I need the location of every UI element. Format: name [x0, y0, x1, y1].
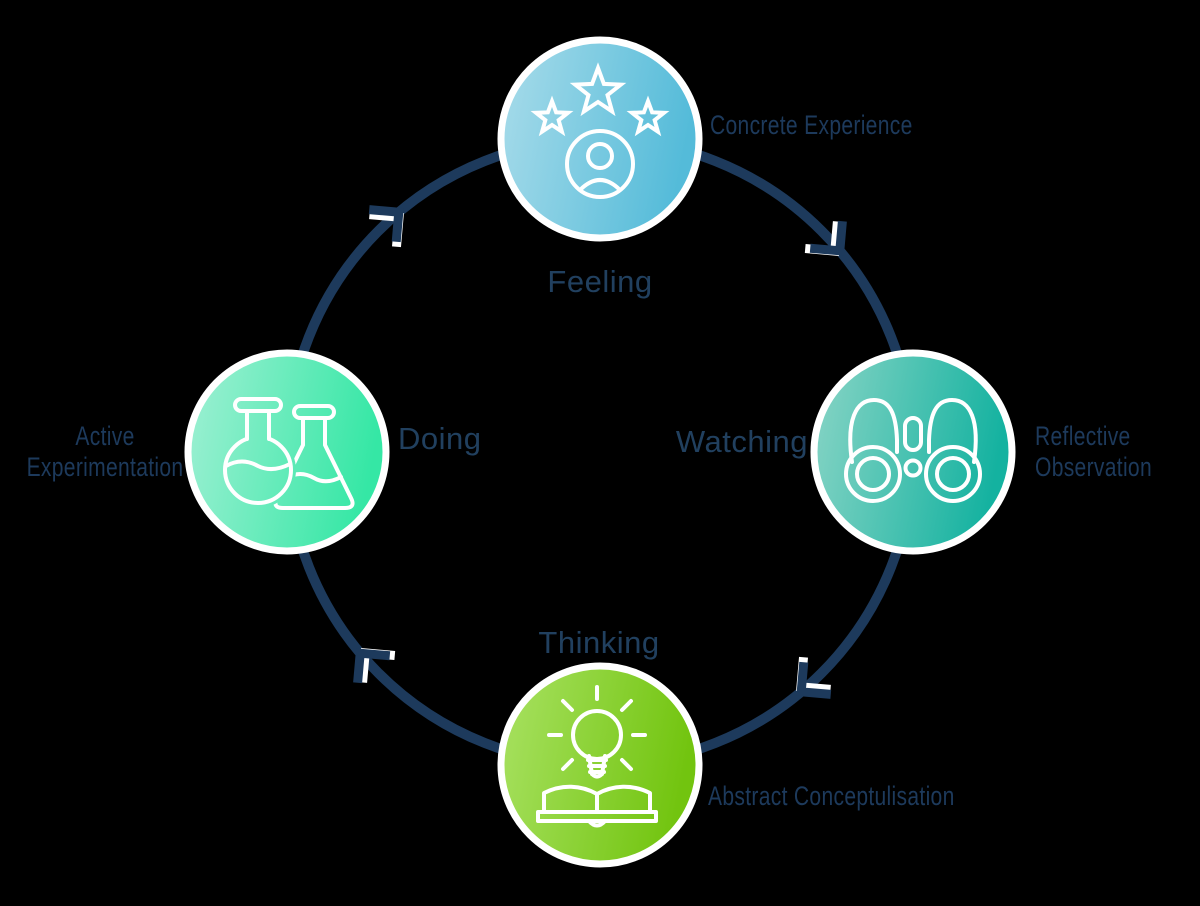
book-tab [587, 819, 607, 828]
person-head [586, 142, 614, 170]
bulb-base [586, 754, 608, 779]
book-pages [542, 784, 652, 814]
person-shoulders [578, 178, 622, 192]
label-active-experimentation: Active Experimentation [26, 421, 184, 482]
label-mode-watching: Watching [675, 424, 808, 459]
label-abstract-conceptulisation: Abstract Conceptulisation [708, 781, 955, 811]
label-mode-thinking: Thinking [538, 625, 660, 660]
label-mode-doing: Doing [398, 421, 482, 456]
binoculars-icon [844, 398, 982, 503]
erlenmeyer-flask [273, 404, 355, 510]
flasks-icon [223, 397, 355, 510]
arrowhead-se-icon [796, 656, 832, 699]
bulb-rays [547, 685, 647, 771]
label-reflective-observation: Reflective Observation [1035, 421, 1152, 482]
label-mode-feeling: Feeling [547, 264, 653, 299]
lightbulb-book-icon [536, 685, 658, 828]
arrowhead-sw-icon [353, 648, 396, 684]
arrowhead-ne-icon [804, 220, 847, 256]
label-concrete-experience: Concrete Experience [710, 110, 913, 140]
person-badge-circle [565, 129, 635, 199]
round-flask [223, 397, 293, 505]
arrowhead-nw-icon [368, 205, 404, 248]
node-circle-concrete-experience [497, 36, 703, 242]
book-base [536, 810, 658, 823]
stars-person-icon [534, 66, 666, 199]
